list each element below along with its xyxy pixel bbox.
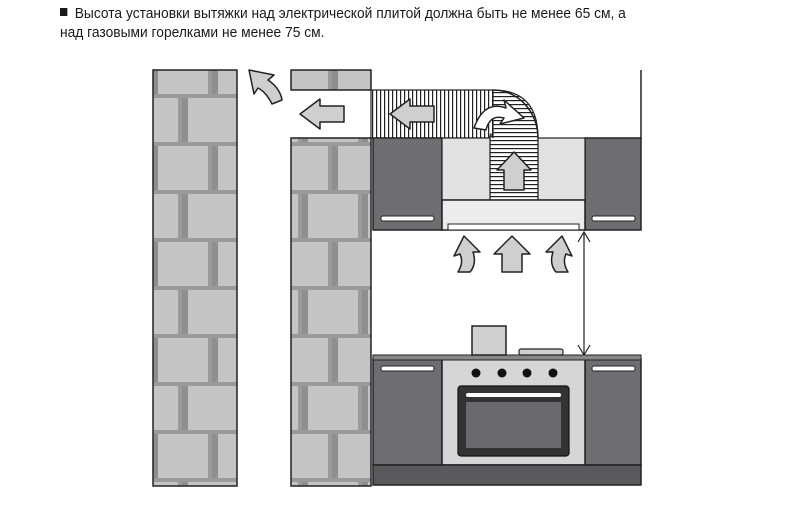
up-left-curved-arrow-icon <box>248 69 283 105</box>
note-line-2: над газовыми горелками не менее 75 см. <box>60 24 325 41</box>
cooktop-surface <box>372 354 642 361</box>
frying-pan <box>518 348 564 356</box>
note-line-1: Высота установки вытяжки над электрическ… <box>74 5 626 22</box>
upper-cabinet-left <box>372 137 443 231</box>
lower-cabinet-left <box>372 358 443 466</box>
oven-handle <box>466 393 561 397</box>
up-curved-arrow-icon <box>545 235 573 273</box>
up-curved-arrow-icon <box>453 235 481 273</box>
left-arrow-icon <box>389 98 435 130</box>
curved-arrow-icon <box>473 99 525 131</box>
left-arrow-icon <box>299 98 345 130</box>
stove-knob-icon <box>522 368 532 378</box>
right-brick-wall <box>290 69 372 487</box>
height-dimension-arrow <box>577 230 591 357</box>
lower-cabinet-right <box>584 358 642 466</box>
left-brick-wall <box>152 69 238 487</box>
countertop-base <box>372 464 642 486</box>
range-hood <box>441 137 586 231</box>
stove-knob-icon <box>471 368 481 378</box>
cooking-pot <box>471 325 507 356</box>
up-arrow-icon <box>496 151 532 191</box>
stove-knob-icon <box>548 368 558 378</box>
bullet-icon <box>60 8 68 16</box>
stove <box>441 358 586 466</box>
upper-cabinet-right <box>584 137 642 231</box>
installation-note: Высота установки вытяжки над электрическ… <box>60 4 704 42</box>
stove-knob-icon <box>497 368 507 378</box>
up-arrow-icon <box>493 235 531 273</box>
